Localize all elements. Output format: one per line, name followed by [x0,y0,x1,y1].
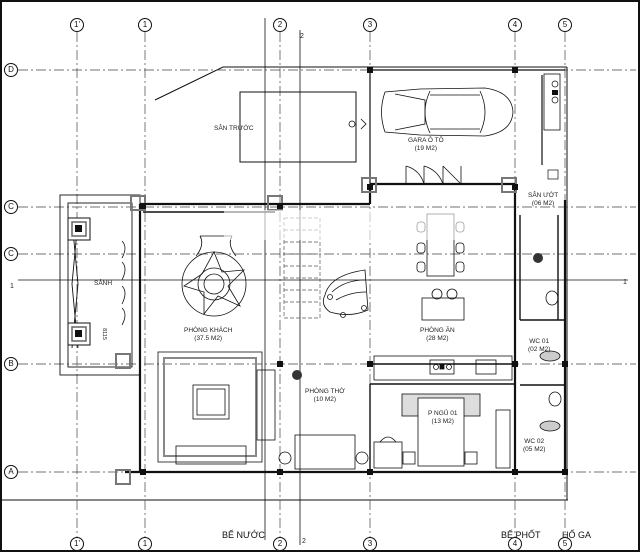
section-lines [18,18,628,545]
garage-doors [405,165,462,185]
axis-bubble-1prime-top: 1' [70,18,84,32]
room-area: (10 M2) [313,396,337,403]
room-label-front-yard: SÂN TRƯỚC [214,125,254,132]
axis-bubble-1-bottom: 1 [138,537,152,551]
label-manhole: HỐ GA [562,530,592,540]
living-room-rug [181,235,247,317]
room-label-altar-room: PHÒNG THỜ (10 M2) [305,388,345,404]
front-yard-area [239,91,357,163]
axis-bubble-D: D [4,63,18,77]
axis-bubble-A: A [4,465,18,479]
car-symbol [381,87,514,137]
room-name: GARA Ô TÔ [408,137,444,144]
room-area: (06 M2) [531,200,555,207]
room-name: PHÒNG THỜ [305,388,345,395]
axis-bubble-3-top: 3 [363,18,377,32]
room-label-wc02: WC 02 (05 M2) [523,438,545,454]
section-mark-left: 1 [10,283,14,290]
site-boundary [0,66,568,501]
room-name: WC 02 [524,438,545,445]
porch-columns [67,217,91,346]
dimension-label: 8115 [100,328,107,340]
room-label-wc01: WC 01 (02 M2) [528,338,550,354]
sofa-set [157,351,276,465]
room-label-lobby: SẢNH [94,280,113,287]
room-label-living-room: PHÒNG KHÁCH (37.5 M2) [184,327,232,343]
axis-bubble-C2: C [4,247,18,261]
interior-walls [143,211,565,472]
axis-bubble-5-bottom: 5 [558,537,572,551]
room-area: (05 M2) [523,446,546,453]
room-area: (13 M2) [431,418,454,425]
room-name: SÂN ƯỚT [528,192,559,199]
axis-bubble-B: B [4,357,18,371]
room-name: P NGỦ 01 [428,410,458,417]
spiral-stair [322,269,369,318]
structural-columns [140,67,568,475]
axis-bubble-C1: C [4,200,18,214]
bedroom-furniture [373,393,511,469]
axis-bubble-5-top: 5 [558,18,572,32]
room-area: (28 M2) [426,335,449,342]
label-water-tank: BỂ NƯỚC [222,530,265,540]
room-area: (19 M2) [414,145,438,152]
room-label-bedroom-01: P NGỦ 01 (13 M2) [428,410,458,426]
room-name: PHÒNG ĂN [420,327,455,334]
section-mark-right: 1 [623,279,627,286]
axis-bubble-3-bottom: 3 [363,537,377,551]
axis-bubble-1-top: 1 [138,18,152,32]
section-mark-bottom: 2 [302,538,306,545]
room-label-garage: GARA Ô TÔ (19 M2) [408,137,444,153]
axis-bubble-4-bottom: 4 [508,537,522,551]
axis-bubble-1prime-bottom: 1' [70,537,84,551]
axis-bubble-4-top: 4 [508,18,522,32]
room-area: (02 M2) [528,346,551,353]
plant-icon [292,253,543,380]
garage-walls [369,69,565,185]
wc-fixtures [539,290,562,432]
room-label-dining-room: PHÒNG ĂN (28 M2) [420,327,455,343]
axis-bubble-2-top: 2 [273,18,287,32]
axis-bubble-2-bottom: 2 [273,537,287,551]
label-septic-tank: BỂ PHỐT [501,530,541,540]
room-name: WC 01 [529,338,550,345]
room-area: (37.5 M2) [194,335,223,342]
section-mark-top: 2 [300,33,304,40]
room-name: PHÒNG KHÁCH [184,327,233,334]
room-label-wet-yard: SÂN ƯỚT (06 M2) [528,192,558,208]
